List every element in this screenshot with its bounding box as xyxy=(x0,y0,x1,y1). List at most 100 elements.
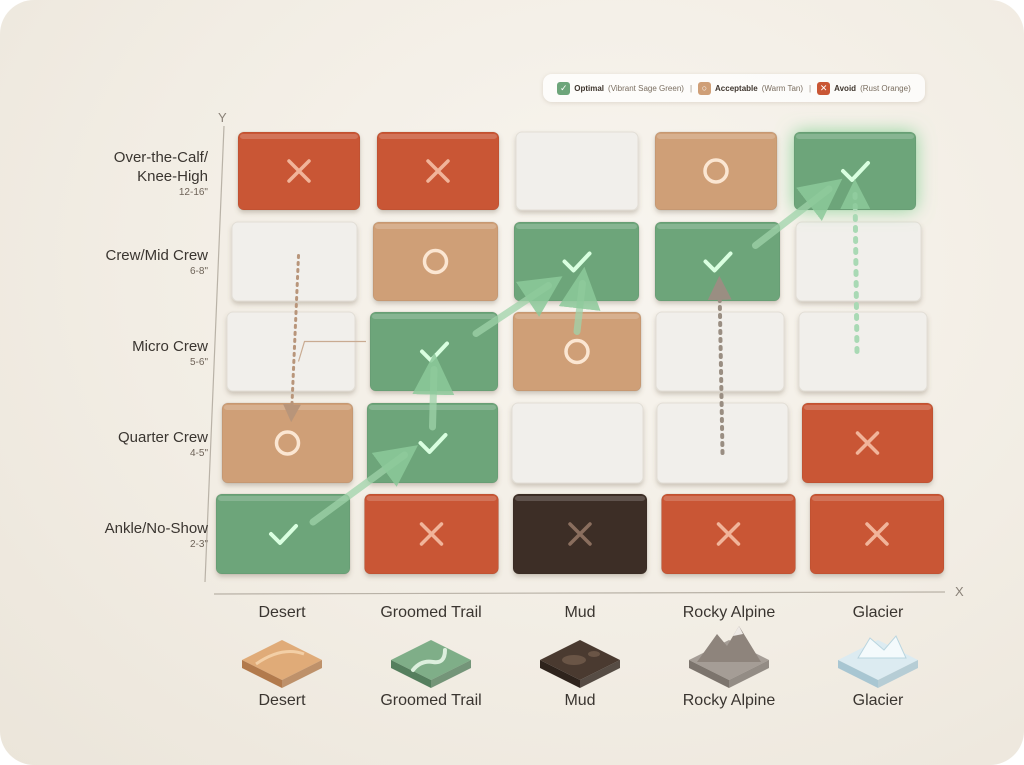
cell-highlight xyxy=(804,405,931,410)
check-icon xyxy=(269,524,298,545)
cell-highlight xyxy=(663,496,794,501)
cell-avoid xyxy=(237,131,361,211)
legend-separator: | xyxy=(689,83,693,93)
cell-tile xyxy=(221,402,354,484)
row-label-micro-crew: Micro Crew 5-6" xyxy=(20,337,208,369)
cell-empty xyxy=(795,221,922,302)
transition-arrow xyxy=(752,178,843,249)
dune-line xyxy=(255,650,305,666)
cell-highlight xyxy=(812,496,942,501)
x-axis-line xyxy=(213,591,946,595)
cell-empty xyxy=(231,221,358,302)
ice-block xyxy=(857,635,907,659)
cell-highlight xyxy=(657,134,775,139)
tile-side xyxy=(282,660,322,688)
tile-side xyxy=(689,660,729,688)
row-size: 5-6" xyxy=(189,357,208,368)
cell-tile xyxy=(511,402,644,484)
cross-icon xyxy=(855,431,880,455)
cell-highlight xyxy=(515,496,645,501)
cell-highlight xyxy=(240,134,358,139)
legend-note-avoid: (Rust Orange) xyxy=(860,83,911,93)
cell-avoid xyxy=(376,131,500,211)
cell-highlight xyxy=(224,405,351,410)
row-size: 2-3" xyxy=(189,539,208,550)
cell-highlight xyxy=(796,134,914,139)
check-icon xyxy=(418,433,448,454)
legend-separator: | xyxy=(809,83,812,93)
transition-arrow xyxy=(282,254,301,423)
cell-empty xyxy=(511,402,644,484)
cell-optimal xyxy=(654,221,781,302)
row-label-crew: Crew/Mid Crew 6-8" xyxy=(20,246,208,278)
legend-item-optimal: ✓ Optimal (Vibrant Sage Green) xyxy=(557,81,684,95)
cross-icon xyxy=(426,159,450,183)
cell-empty xyxy=(655,311,785,392)
y-axis-label: Y xyxy=(218,110,227,125)
glacier-icon xyxy=(838,635,918,688)
legend-label-avoid: Avoid xyxy=(834,83,857,93)
cell-avoid xyxy=(364,493,499,575)
terrain-label-mud: Mud xyxy=(564,692,596,709)
cell-avoid xyxy=(661,493,796,575)
cell-tile xyxy=(654,221,781,302)
cell-acceptable xyxy=(221,402,354,484)
cell-tile xyxy=(513,221,640,302)
cell-optimal xyxy=(513,221,640,302)
tile-side xyxy=(540,660,580,688)
row-name: Micro Crew xyxy=(132,338,208,355)
rocky-alpine-icon xyxy=(689,626,769,688)
row-name: Over-the-Calf/ Knee-High xyxy=(113,149,208,185)
mud-icon xyxy=(540,640,620,688)
snow-cap xyxy=(733,626,743,636)
row-size: 4-5" xyxy=(189,448,208,459)
tile-side xyxy=(878,660,918,688)
tile-side xyxy=(391,660,431,688)
check-icon: ✓ xyxy=(557,81,571,95)
terrain-label-glacier: Glacier xyxy=(852,692,904,709)
cell-empty xyxy=(798,311,928,392)
mountain xyxy=(697,626,761,662)
cell-tile xyxy=(795,221,922,302)
col-label-rocky-alpine: Rocky Alpine xyxy=(682,604,776,621)
circle-icon: ○ xyxy=(698,81,712,95)
row-name: Ankle/No-Show xyxy=(104,520,208,537)
x-axis-label: X xyxy=(955,584,964,599)
y-axis-line xyxy=(204,125,225,583)
legend-item-acceptable: ○ Acceptable (Warm Tan) xyxy=(698,81,803,95)
tile-side xyxy=(838,660,878,688)
row-label-knee-high: Over-the-Calf/ Knee-High 12-16" xyxy=(20,148,208,199)
transition-arrow xyxy=(472,276,563,337)
cell-acceptable xyxy=(372,221,499,302)
cross-icon xyxy=(287,159,311,183)
cell-optimal xyxy=(215,493,351,575)
cell-tile xyxy=(515,131,639,211)
row-label-ankle: Ankle/No-Show 2-3" xyxy=(20,519,208,551)
cell-highlight xyxy=(379,134,497,139)
cell-highlight xyxy=(657,224,778,229)
cell-avoid-dark xyxy=(512,493,648,575)
cell-highlight xyxy=(218,496,348,501)
circle-icon xyxy=(703,158,729,184)
terrain-label-rocky-alpine: Rocky Alpine xyxy=(682,692,776,709)
transition-arrow xyxy=(558,266,601,335)
cross-icon xyxy=(568,522,592,546)
tile-side xyxy=(431,660,471,688)
cell-avoid xyxy=(801,402,934,484)
mud-puddle xyxy=(588,651,600,657)
transition-arrow xyxy=(707,275,732,455)
cell-highlight xyxy=(516,224,637,229)
transition-arrow xyxy=(309,445,419,526)
tile-side xyxy=(242,660,282,688)
cell-tile xyxy=(226,311,356,392)
legend-item-avoid: ✕ Avoid (Rust Orange) xyxy=(817,81,911,95)
transition-arrow xyxy=(412,352,455,431)
cell-tile xyxy=(231,221,358,302)
legend-label-acceptable: Acceptable xyxy=(715,83,758,93)
terrain-label-groomed-trail: Groomed Trail xyxy=(380,692,482,709)
cell-tile xyxy=(654,131,778,211)
cell-tile xyxy=(215,493,351,575)
col-label-glacier: Glacier xyxy=(852,604,904,621)
